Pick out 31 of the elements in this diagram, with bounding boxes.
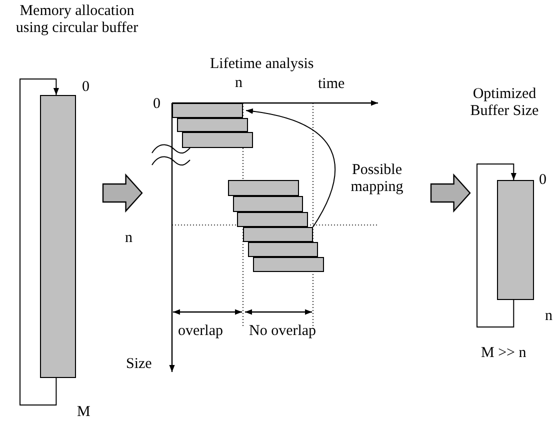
dimension-label: overlap	[178, 323, 223, 340]
memory-buffer-bar	[40, 95, 76, 378]
value-label: 0	[82, 79, 90, 96]
dimension-label: No overlap	[249, 323, 316, 340]
value-label: n	[545, 308, 552, 326]
lifetime-bar	[177, 118, 248, 132]
value-label: 0	[539, 172, 546, 190]
block-arrow	[102, 173, 143, 213]
axis-label: time	[318, 76, 345, 94]
heading: Lifetime analysis	[210, 56, 314, 74]
axis-label: Size	[126, 356, 152, 374]
lifetime-bar	[253, 257, 324, 272]
wraparound-arrow	[20, 78, 59, 406]
lifetime-bar	[172, 103, 243, 118]
value-label: 0	[153, 96, 160, 114]
buffer-bar	[497, 180, 534, 300]
lifetime-bar	[228, 180, 299, 196]
block-arrow	[430, 173, 471, 213]
mapping-arrow	[246, 108, 336, 228]
wraparound-arrow	[476, 164, 516, 328]
value-label: n	[235, 75, 242, 92]
lifetime-bar	[237, 212, 308, 227]
value-label: n	[125, 230, 132, 248]
relation-label: M >> n	[481, 345, 526, 362]
lifetime-bar	[243, 227, 313, 242]
lifetime-bar	[248, 242, 318, 257]
heading: Memory allocation using circular buffer	[14, 3, 140, 38]
lifetime-bar	[233, 196, 303, 212]
value-label: M	[77, 404, 90, 422]
lifetime-bar	[182, 132, 253, 148]
heading: Optimized Buffer Size	[469, 86, 540, 120]
